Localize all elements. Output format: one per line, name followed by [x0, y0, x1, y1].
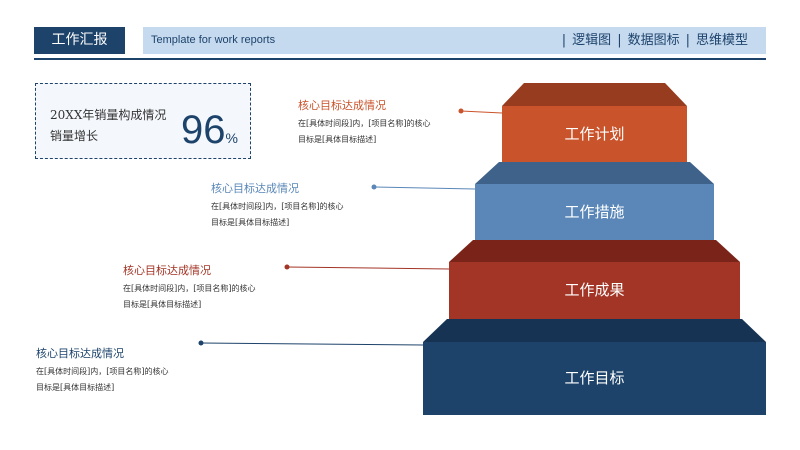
step-label: 工作目标 [564, 369, 625, 387]
nav-divider: | [617, 33, 622, 48]
stat-box: 20XX年销量构成情况 销量增长 96% [35, 83, 251, 159]
annotation: 核心目标达成情况 在[具体时间段]内，[项目名称]的核心 目标是[具体目标描述] [211, 180, 343, 231]
step-label: 工作措施 [564, 203, 625, 221]
stat-unit: % [225, 130, 238, 146]
step-front-face [449, 262, 740, 319]
step-front-face [502, 106, 687, 162]
annotation-desc-line2: 目标是[具体目标描述] [123, 300, 202, 309]
annotation: 核心目标达成情况 在[具体时间段]内，[项目名称]的核心 目标是[具体目标描述] [36, 345, 168, 396]
stat-line1: 20XX年销量构成情况 [50, 108, 167, 122]
header-nav: | 逻辑图 | 数据图标 | 思维模型 [562, 27, 748, 54]
stat-value: 96% [181, 110, 238, 158]
connector-line [200, 342, 424, 346]
connector-line [460, 110, 503, 114]
annotation-desc-line2: 目标是[具体目标描述] [298, 135, 377, 144]
annotation-title: 核心目标达成情况 [298, 99, 386, 112]
connector-line [373, 186, 476, 190]
step-front-face [423, 342, 766, 415]
annotation-title: 核心目标达成情况 [36, 347, 124, 360]
annotation-title: 核心目标达成情况 [211, 182, 299, 195]
annotation-title: 核心目标达成情况 [123, 264, 211, 277]
annotation-desc-line1: 在[具体时间段]内，[项目名称]的核心 [123, 284, 256, 293]
step-top-face [475, 162, 714, 184]
nav-item-logic[interactable]: 逻辑图 [572, 33, 612, 48]
annotation-desc-line2: 目标是[具体目标描述] [211, 218, 290, 227]
stat-number: 96 [181, 108, 226, 152]
annotation-desc-line1: 在[具体时间段]内，[项目名称]的核心 [298, 119, 431, 128]
nav-item-data[interactable]: 数据图标 [627, 33, 680, 48]
header-title: 工作汇报 [34, 27, 125, 54]
step-front-face [475, 184, 714, 240]
annotation-desc-line2: 目标是[具体目标描述] [36, 383, 115, 392]
nav-item-model[interactable]: 思维模型 [695, 33, 748, 48]
connector-line [286, 266, 450, 270]
nav-divider: | [685, 33, 690, 48]
nav-divider: | [561, 33, 567, 48]
step-top-face [502, 83, 687, 106]
header-subtitle: Template for work reports [151, 34, 276, 46]
connector-dot [458, 108, 464, 114]
annotation: 核心目标达成情况 在[具体时间段]内，[项目名称]的核心 目标是[具体目标描述] [298, 97, 430, 148]
stat-line2: 销量增长 [50, 129, 99, 143]
connector-dot [284, 264, 290, 270]
annotation-desc-line1: 在[具体时间段]内，[项目名称]的核心 [36, 367, 169, 376]
header-divider [34, 58, 766, 60]
header-bar: Template for work reports | 逻辑图 | 数据图标 |… [143, 27, 766, 54]
connector-dot [198, 340, 204, 346]
annotation-desc-line1: 在[具体时间段]内，[项目名称]的核心 [211, 202, 344, 211]
step-top-face [449, 240, 740, 262]
step-label: 工作成果 [564, 281, 625, 299]
step-top-face [423, 319, 766, 342]
connector-dot [371, 184, 377, 190]
annotation: 核心目标达成情况 在[具体时间段]内，[项目名称]的核心 目标是[具体目标描述] [123, 262, 255, 313]
step-label: 工作计划 [564, 125, 625, 143]
